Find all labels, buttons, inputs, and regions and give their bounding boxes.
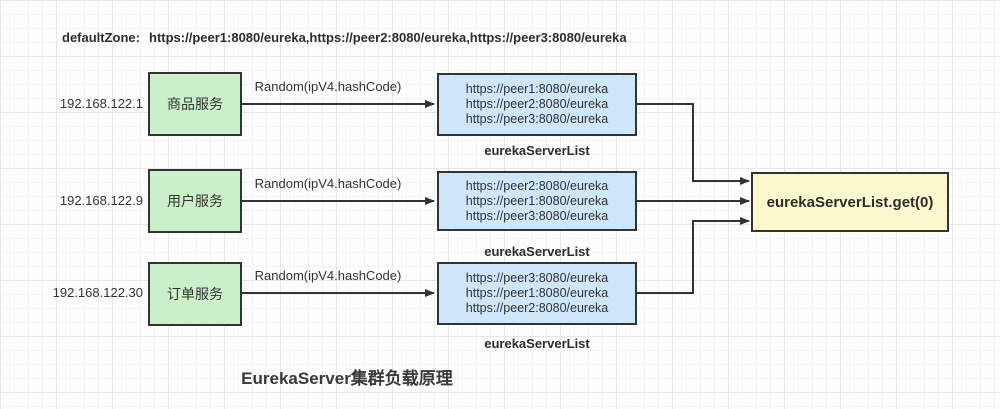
service-box-product: 商品服务	[148, 72, 242, 136]
service-box-label: 商品服务	[167, 96, 223, 112]
server-list-entry: https://peer3:8080/eureka	[465, 208, 609, 223]
client-ip-2: 192.168.122.9	[59, 193, 143, 208]
arrow-label-2: Random(ipV4.hashCode)	[254, 176, 402, 191]
server-list-box-1: https://peer1:8080/eureka https://peer2:…	[437, 73, 637, 136]
service-box-order: 订单服务	[148, 262, 242, 326]
defaultzone-value: https://peer1:8080/eureka,https://peer2:…	[149, 30, 627, 45]
result-box-label: eurekaServerList.get(0)	[766, 193, 934, 211]
server-list-entry: https://peer1:8080/eureka	[465, 286, 609, 300]
server-list-entry: https://peer3:8080/eureka	[465, 112, 609, 126]
service-box-label: 用户服务	[167, 193, 223, 209]
server-list-label-2: eurekaServerList	[484, 244, 590, 259]
server-list-label-1: eurekaServerList	[484, 143, 590, 158]
server-list-label-3: eurekaServerList	[484, 336, 590, 351]
arrow-label-1: Random(ipV4.hashCode)	[254, 79, 402, 94]
server-list-entry: https://peer1:8080/eureka	[465, 82, 609, 96]
server-list-box-2: https://peer2:8080/eureka https://peer1:…	[437, 171, 637, 231]
server-list-entry: https://peer3:8080/eureka	[465, 271, 609, 285]
server-list-entry: https://peer2:8080/eureka	[465, 301, 609, 315]
server-list-entry: https://peer1:8080/eureka	[465, 193, 609, 208]
defaultzone-label: defaultZone:	[62, 30, 140, 45]
client-ip-3: 192.168.122.30	[52, 285, 143, 300]
diagram-title: EurekaServer集群负载原理	[241, 369, 453, 388]
result-box: eurekaServerList.get(0)	[751, 172, 949, 232]
arrow-list1-to-result	[637, 103, 750, 185]
client-ip-1: 192.168.122.1	[59, 96, 143, 111]
service-box-label: 订单服务	[167, 286, 223, 302]
server-list-box-3: https://peer3:8080/eureka https://peer1:…	[437, 262, 637, 325]
arrow-list3-to-result	[637, 217, 750, 294]
server-list-entry: https://peer2:8080/eureka	[465, 178, 609, 193]
defaultzone-config-text: defaultZone: https://peer1:8080/eureka,ht…	[62, 30, 627, 45]
server-list-entry: https://peer2:8080/eureka	[465, 97, 609, 111]
service-box-user: 用户服务	[148, 169, 242, 233]
arrow-label-3: Random(ipV4.hashCode)	[254, 268, 402, 283]
